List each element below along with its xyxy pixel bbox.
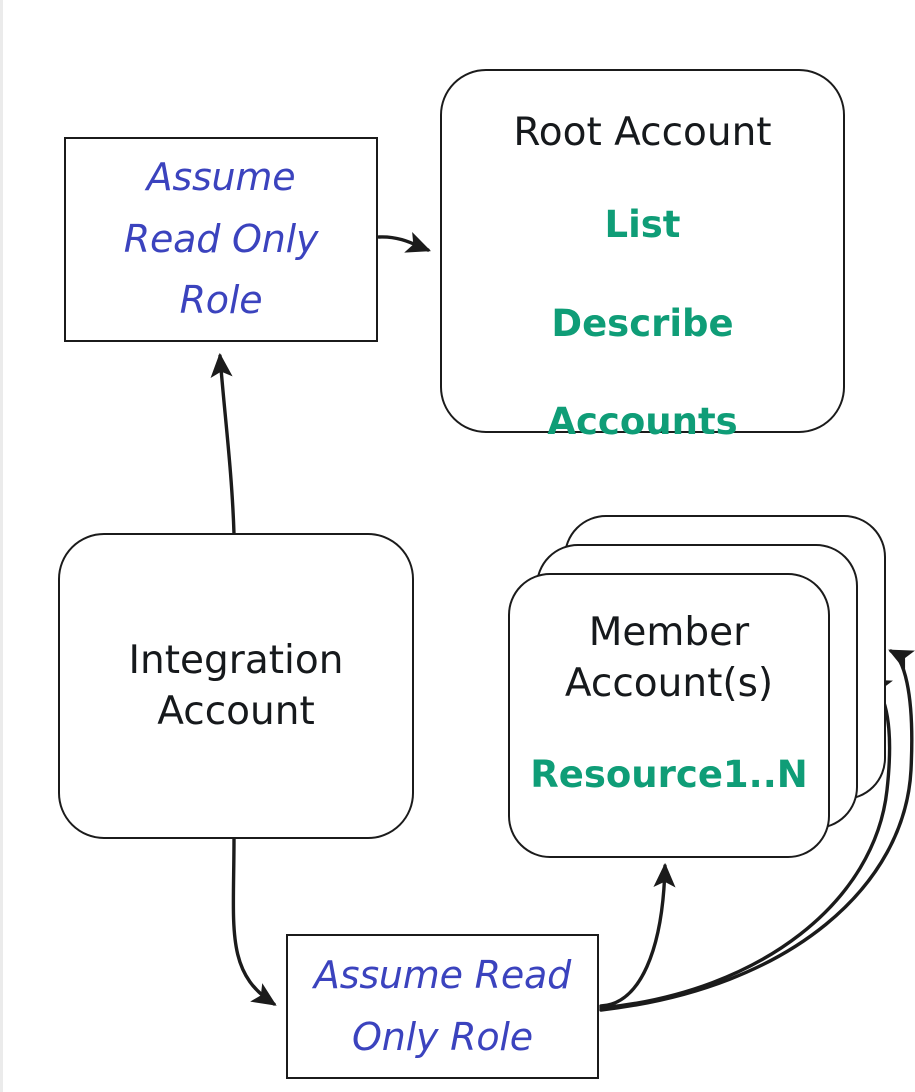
member-account-line1: Member [588, 610, 750, 655]
root-account-action-line2: Describe [551, 301, 734, 345]
assume-role-top-line3: Role [179, 278, 263, 323]
assume-read-only-role-bottom-box[interactable]: Assume Read Only Role [286, 934, 599, 1079]
integration-account-line1: Integration [128, 637, 344, 683]
assume-read-only-role-top-box[interactable]: Assume Read Only Role [64, 137, 378, 342]
edge-assume-role-bottom-to-member-front [599, 862, 676, 1008]
root-account-action-line3: Accounts [547, 399, 738, 443]
member-account-resources: Resource1..N [530, 752, 808, 796]
edge-integration-to-assume-role-bottom [231, 836, 277, 1006]
integration-account-node[interactable]: Integration Account [58, 533, 414, 839]
edge-integration-to-assume-role-top [210, 352, 236, 536]
member-account-line2: Account(s) [564, 661, 774, 707]
assume-role-bottom-line1: Assume Read [313, 952, 572, 997]
assume-role-bottom-line2: Only Role [352, 1014, 533, 1059]
root-account-title: Root Account [513, 110, 772, 155]
root-account-node[interactable]: Root Account List Describe Accounts [440, 69, 845, 443]
assume-role-top-line1: Assume [146, 155, 296, 200]
root-account-action-line1: List [604, 203, 681, 247]
member-accounts-stack[interactable]: Member Account(s) Resource1..N [508, 515, 886, 858]
member-account-card-front[interactable]: Member Account(s) Resource1..N [508, 573, 830, 858]
edge-assume-role-top-to-root-account [377, 232, 431, 253]
integration-account-line2: Account [157, 689, 315, 734]
assume-role-top-line2: Read Only [123, 216, 319, 261]
